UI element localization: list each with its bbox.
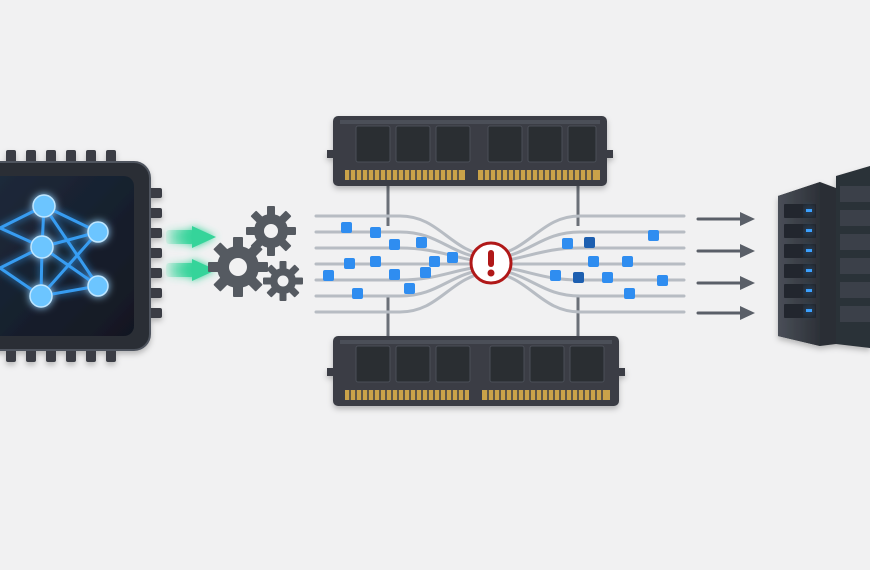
memory-module-icon xyxy=(327,116,625,406)
data-packet-icon xyxy=(323,222,668,299)
server-rack-icon xyxy=(778,166,870,348)
right-arrow-icon xyxy=(696,212,755,320)
gear-icon xyxy=(208,206,303,301)
neural-network-icon xyxy=(0,194,109,308)
green-arrow-icon xyxy=(166,226,216,281)
warning-icon xyxy=(469,241,513,285)
memory-connector-lines xyxy=(386,184,580,338)
